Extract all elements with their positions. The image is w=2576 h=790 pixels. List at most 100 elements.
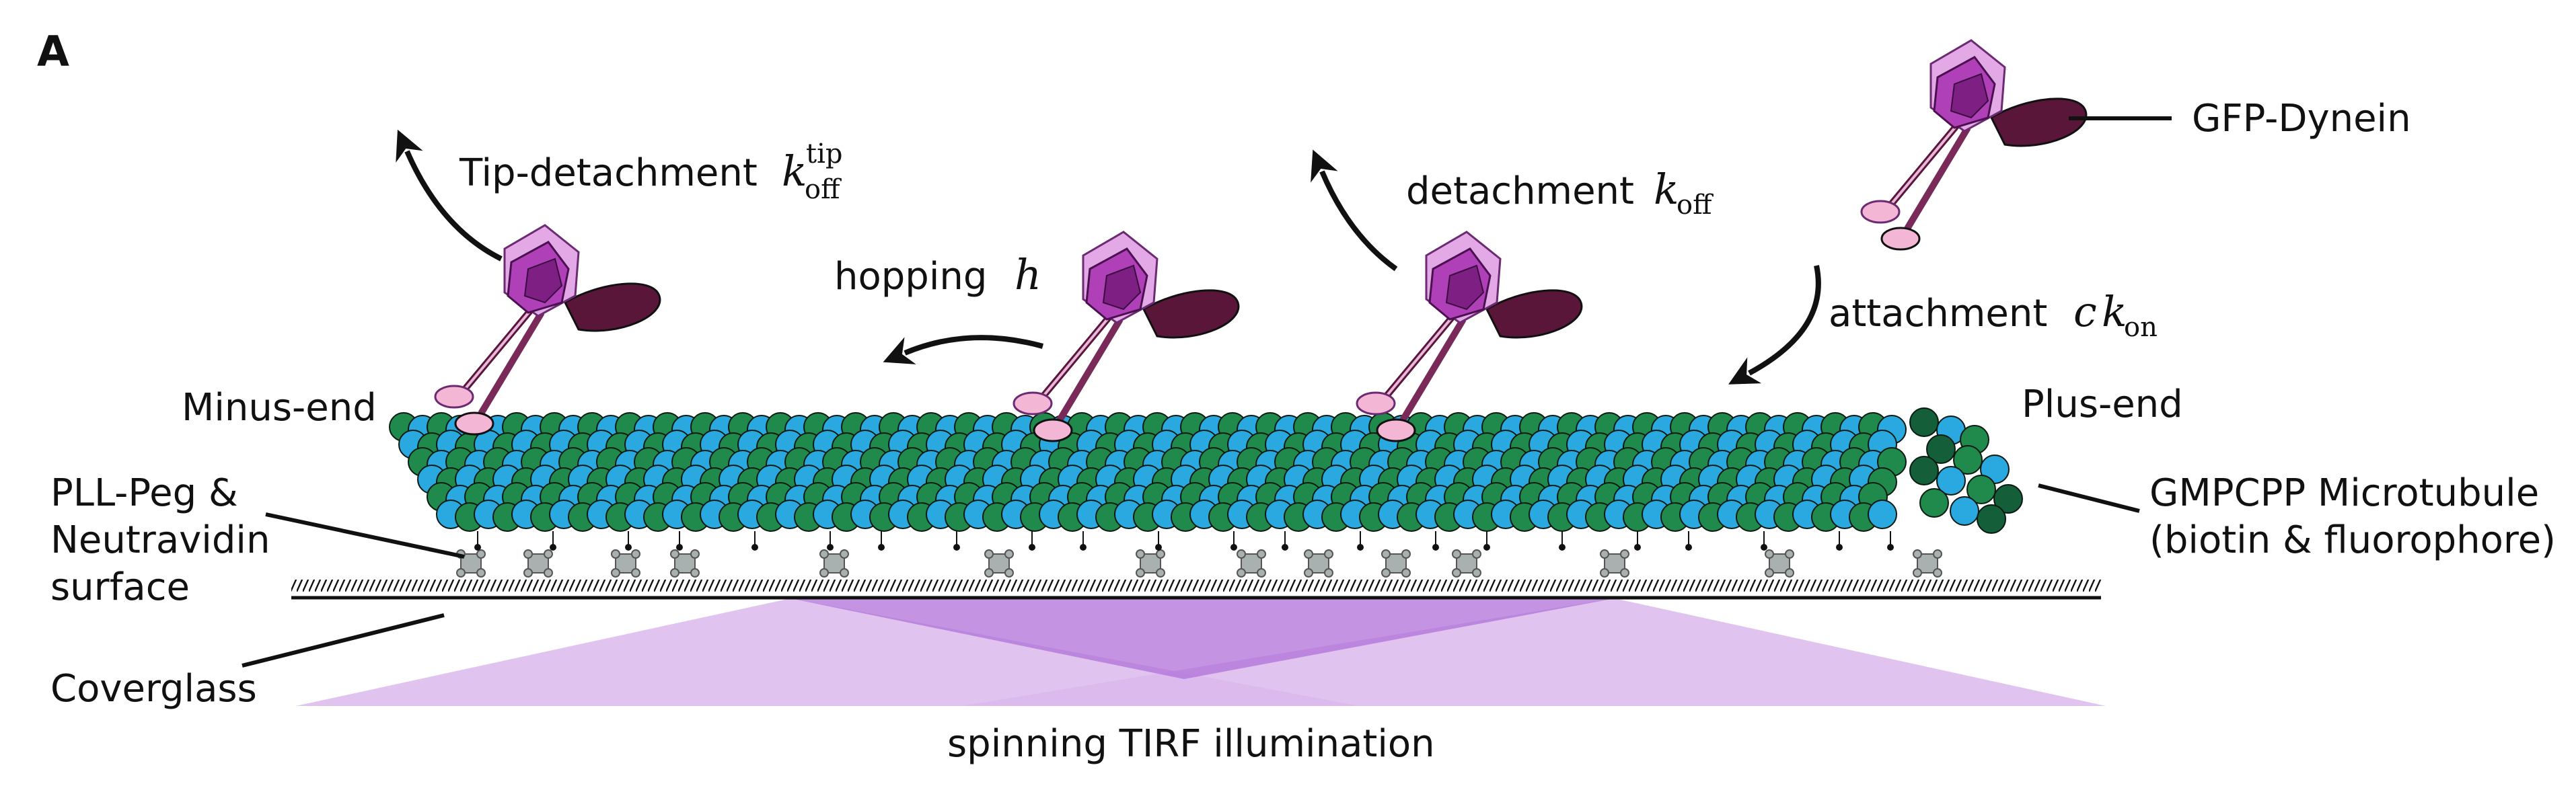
coverglass-leader [242, 613, 445, 668]
attachment-arrow [1728, 265, 1821, 385]
dynein-layer [434, 39, 2088, 442]
biotin-linker [827, 531, 834, 551]
microtubule [389, 407, 2023, 534]
surface-label: PLL-Peg & Neutravidin surface [50, 471, 270, 609]
gfp-dynein-label: GFP-Dynein [2192, 97, 2411, 141]
biotin-linker [1761, 531, 1767, 551]
microtubule-leader [2038, 483, 2140, 513]
neutravidin-molecule [1765, 549, 1794, 578]
hopping-text: hopping [834, 255, 987, 299]
detachment-arrow [1311, 149, 1398, 272]
surface-leader [265, 512, 465, 559]
biotin-linker [1559, 531, 1566, 551]
tubulin-subunit-plus-end [1926, 434, 1956, 464]
detachment-sub: off [1677, 190, 1714, 221]
surface-label-line3: surface [50, 565, 190, 609]
attachment-label: attachment c k on [1829, 287, 2158, 343]
biotin-linker [1836, 531, 1843, 551]
dynein-motor-detaching [1356, 231, 1583, 442]
attachment-text: attachment [1829, 292, 2047, 335]
neutravidin-molecule [670, 549, 700, 578]
tip-detachment-k: k [782, 147, 807, 196]
tirf-beam-left [296, 598, 1359, 706]
detachment-label: detachment k off [1406, 165, 1714, 221]
biotin-linker [474, 531, 481, 551]
dynein-motor-hopping [1013, 231, 1240, 442]
coverglass-hatching [291, 580, 2101, 592]
neutravidin-molecule [1600, 549, 1629, 578]
illumination-label: spinning TIRF illumination [947, 722, 1435, 766]
biotin-linker [1282, 531, 1288, 551]
attachment-k: k [2102, 287, 2127, 336]
microtubule-label-line2: (biotin & fluorophore) [2149, 518, 2556, 562]
hopping-arrow [883, 335, 1044, 364]
neutravidin-molecule [1913, 549, 1942, 578]
biotin-linker [953, 531, 960, 551]
neutravidin-molecule [611, 549, 640, 578]
tip-detachment-label: Tip-detachment k tip off [459, 139, 842, 205]
biotin-linker [1685, 531, 1692, 551]
hopping-label: hopping h [834, 250, 1041, 299]
tip-detachment-arrow [396, 129, 503, 262]
tirf-beam-right [962, 598, 2106, 706]
detachment-k: k [1654, 165, 1679, 214]
biotin-linker [1887, 531, 1894, 551]
tip-detachment-sup: tip [806, 139, 842, 169]
biotin-linker [550, 531, 556, 551]
tip-detachment-text: Tip-detachment [459, 151, 758, 195]
biotin-linker [1155, 531, 1162, 551]
biotin-linker [1080, 531, 1087, 551]
biotin-linker [676, 531, 683, 551]
leader-lines [242, 116, 2172, 668]
attachment-c: c [2073, 287, 2097, 336]
biotin-linker [1357, 531, 1364, 551]
tubulin-subunit-plus-end [1950, 496, 1979, 526]
tirf-overlap [790, 598, 1615, 679]
tubulin-subunit-plus-end [1977, 504, 2006, 534]
neutravidin-molecule [523, 549, 553, 578]
attachment-sub: on [2124, 312, 2158, 343]
biotin-linker [1230, 531, 1237, 551]
neutravidin-molecule [819, 549, 849, 578]
dynein-motor-tip [434, 224, 661, 436]
panel-letter: A [37, 27, 69, 76]
surface-label-line2: Neutravidin [50, 518, 270, 562]
gfp-dynein-motor-legend [1860, 39, 2088, 251]
plus-end-label: Plus-end [2022, 383, 2183, 426]
biotin-linker [1634, 531, 1641, 551]
process-arrows [396, 129, 1821, 385]
neutravidin-molecule [456, 549, 486, 578]
tubulin-subunit-plus-end [1936, 466, 1966, 496]
tirf-illumination [296, 598, 2106, 706]
tubulin-subunit-plus-end [1953, 445, 1983, 475]
neutravidin-molecule [1136, 549, 1165, 578]
detachment-text: detachment [1406, 169, 1634, 213]
microtubule-label: GMPCPP Microtubule (biotin & fluorophore… [2149, 471, 2556, 562]
tip-detachment-sub: off [805, 174, 842, 205]
coverglass [291, 580, 2101, 600]
neutravidin-molecule [1452, 549, 1481, 578]
neutravidin-layer [456, 531, 1942, 578]
neutravidin-molecule [984, 549, 1014, 578]
microtubule-label-line1: GMPCPP Microtubule [2149, 471, 2539, 515]
biotin-linker [751, 531, 758, 551]
tubulin-subunit-plus-end [1993, 484, 2023, 514]
biotin-linker [878, 531, 885, 551]
neutravidin-molecule [1304, 549, 1333, 578]
biotin-linker [1432, 531, 1439, 551]
hopping-symbol: h [1015, 250, 1041, 299]
tubulin-subunit-plus-end [1966, 475, 1996, 504]
biotin-linker [625, 531, 632, 551]
tubulin-subunit-plus-end [1909, 407, 1939, 437]
biotin-linker [1029, 531, 1035, 551]
tubulin-subunit [1868, 500, 1897, 529]
minus-end-label: Minus-end [182, 386, 377, 430]
surface-label-line1: PLL-Peg & [50, 471, 238, 515]
tubulin-subunit-plus-end [1909, 456, 1939, 485]
tubulin-subunit-plus-end [1919, 488, 1949, 518]
biotin-linker [1483, 531, 1490, 551]
neutravidin-molecule [1237, 549, 1266, 578]
neutravidin-molecule [1381, 549, 1411, 578]
